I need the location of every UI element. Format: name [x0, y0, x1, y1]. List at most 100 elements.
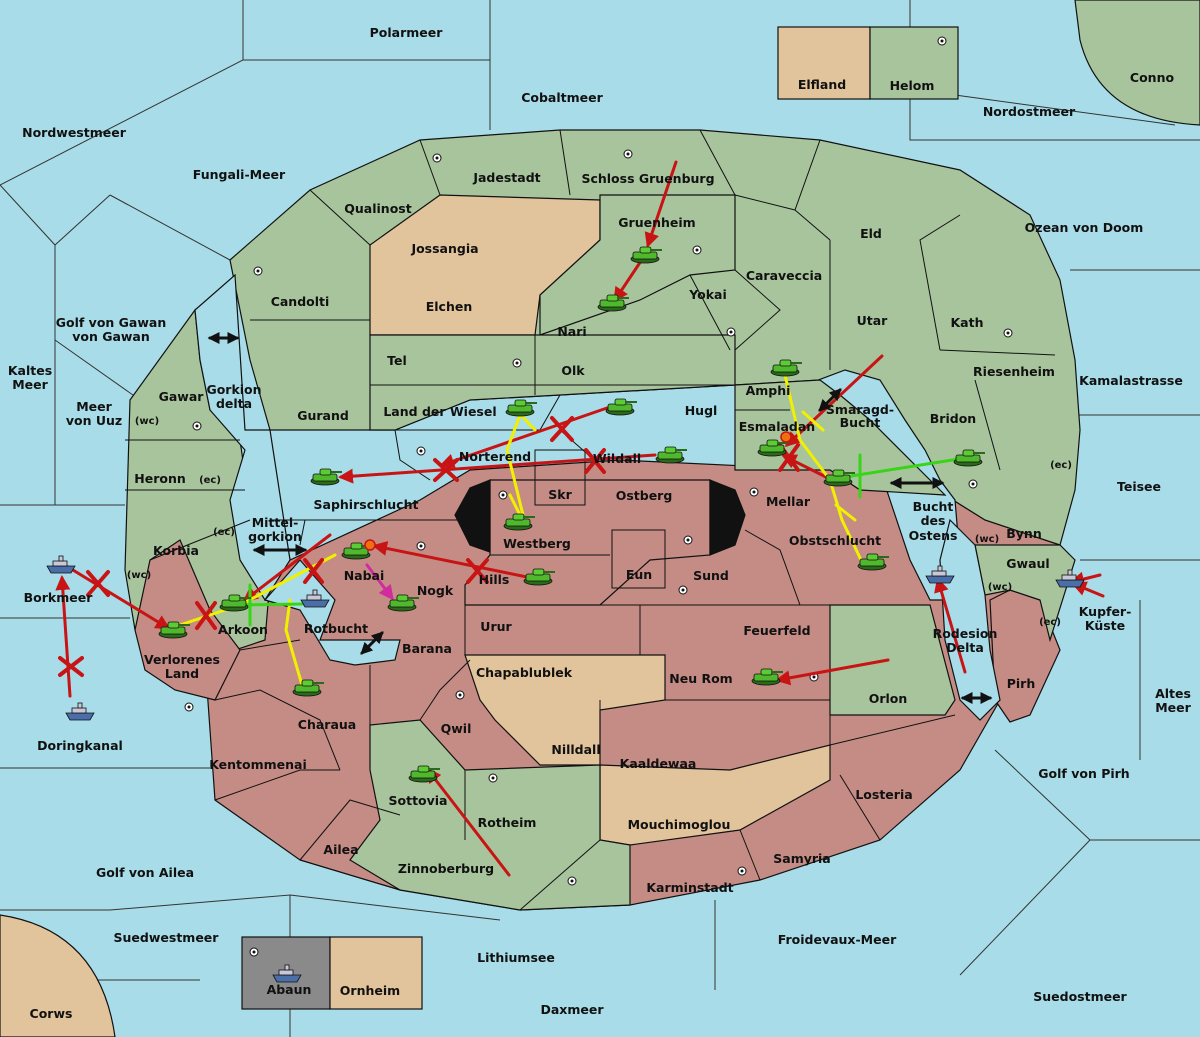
territory-label: Nari	[557, 324, 586, 339]
supply-center-icon	[498, 490, 508, 500]
territory-label: Elfland	[798, 77, 846, 92]
combat-marker-icon	[364, 539, 376, 551]
sea-label: des	[921, 513, 946, 528]
territory-label: Corws	[30, 1006, 73, 1021]
sea-label: von Uuz	[66, 413, 122, 428]
coast-label: (ec)	[1050, 460, 1072, 471]
territory-label: Mouchimoglou	[628, 817, 731, 832]
territory-label: Esmaladan	[739, 419, 815, 434]
sea-label: Küste	[1085, 618, 1125, 633]
territory-label: Losteria	[855, 787, 912, 802]
territory-label: Sund	[693, 568, 729, 583]
territory-label: Amphi	[746, 383, 791, 398]
territory-label: Conno	[1130, 70, 1175, 85]
territory-label: Land der Wiesel	[383, 404, 496, 419]
coast-label: (ec)	[213, 527, 235, 538]
territory-label: Helom	[890, 78, 935, 93]
territory-label: Utar	[857, 313, 889, 328]
territory-label: Norterend	[459, 449, 531, 464]
territory-label: Westberg	[503, 536, 571, 551]
territory-label: Bridon	[930, 411, 976, 426]
territory-label: Jadestadt	[472, 170, 540, 185]
sea-label: Borkmeer	[24, 590, 94, 605]
territory-label: Bynn	[1006, 526, 1041, 541]
territory-label: Qwil	[441, 721, 472, 736]
territory-label: Land	[165, 666, 199, 681]
coast-label: (wc)	[975, 534, 999, 545]
sea-label: Bucht	[840, 415, 881, 430]
supply-center-icon	[416, 541, 426, 551]
sea-label: Bucht	[913, 499, 954, 514]
supply-center-icon	[249, 947, 259, 957]
sea-label: von Gawan	[72, 329, 150, 344]
coast-label: (wc)	[135, 416, 159, 427]
sea-label: Golf von Ailea	[96, 865, 194, 880]
supply-center-icon	[678, 585, 688, 595]
territory-label: Tel	[387, 353, 407, 368]
territory-label: Nogk	[417, 583, 454, 598]
territory-label: Elchen	[426, 299, 473, 314]
territory-label: Yokai	[688, 287, 727, 302]
orders	[55, 160, 1105, 877]
territory-label: Chapablublek	[476, 665, 573, 680]
territory-label: Rotheim	[478, 815, 537, 830]
territory-label: Kath	[951, 315, 984, 330]
units	[46, 246, 1085, 983]
territory-label: Olk	[561, 363, 585, 378]
territory-label: Mellar	[766, 494, 811, 509]
sea-label: Meer	[12, 377, 48, 392]
coast-label: (wc)	[988, 582, 1012, 593]
territory-label: Gwaul	[1006, 556, 1049, 571]
supply-center-icon	[737, 866, 747, 876]
sea-label: Kaltes	[8, 363, 52, 378]
supply-center-icon	[937, 36, 947, 46]
supply-center-icon	[192, 421, 202, 431]
sea-label: Kupfer-	[1079, 604, 1132, 619]
sea-labels: Polarmeer Cobaltmeer Nordwestmeer Fungal…	[8, 25, 1192, 1017]
territory-label: Orlon	[869, 691, 908, 706]
sea-label: Meer	[76, 399, 112, 414]
territory-label: Skr	[548, 487, 572, 502]
sea-label: Nordwestmeer	[22, 125, 127, 140]
territory-label: Barana	[402, 641, 452, 656]
sea-label: Teisee	[1117, 479, 1161, 494]
territory-label: Ornheim	[340, 983, 400, 998]
territory-label: Ostberg	[616, 488, 673, 503]
sea-label: Mittel-	[252, 515, 299, 530]
territory-label: Obstschlucht	[789, 533, 881, 548]
sea-label: Gorkion	[206, 382, 261, 397]
territory-label: Neu Rom	[669, 671, 732, 686]
supply-center-icon	[692, 245, 702, 255]
territory-label: Verlorenes	[144, 652, 220, 667]
sea-label: Ostens	[909, 528, 958, 543]
territory-label: Samyria	[773, 851, 831, 866]
territory-label: Gawar	[159, 389, 205, 404]
territory-label: Saphirschlucht	[314, 497, 419, 512]
territory-label: Karminstadt	[646, 880, 733, 895]
territory-label: Schloss Gruenburg	[581, 171, 714, 186]
sea-label: Polarmeer	[370, 25, 444, 40]
territory-label: Gruenheim	[618, 215, 695, 230]
territory-label: Charaua	[298, 717, 356, 732]
territory-label: Eun	[626, 567, 652, 582]
combat-marker-icon	[780, 431, 792, 443]
supply-center-icon	[512, 358, 522, 368]
coast-label: (ec)	[199, 475, 221, 486]
supply-center-icon	[416, 446, 426, 456]
sea-label: Cobaltmeer	[521, 90, 603, 105]
sea-label: Kamalastrasse	[1079, 373, 1183, 388]
coast-label: (ec)	[1039, 617, 1061, 628]
territory-borders	[125, 129, 1056, 911]
territory-label: Sottovia	[389, 793, 448, 808]
sea-label: Ozean von Doom	[1025, 220, 1144, 235]
sea-label: Suedwestmeer	[114, 930, 220, 945]
territory-label: Ailea	[323, 842, 358, 857]
sea-label: Meer	[1155, 700, 1191, 715]
territory-label: Korbia	[153, 543, 199, 558]
supply-center-icon	[623, 149, 633, 159]
supply-center-icon	[253, 266, 263, 276]
territory-label: Wildall	[593, 451, 641, 466]
territory-label: Heronn	[134, 471, 186, 486]
sea-label: gorkion	[248, 529, 302, 544]
